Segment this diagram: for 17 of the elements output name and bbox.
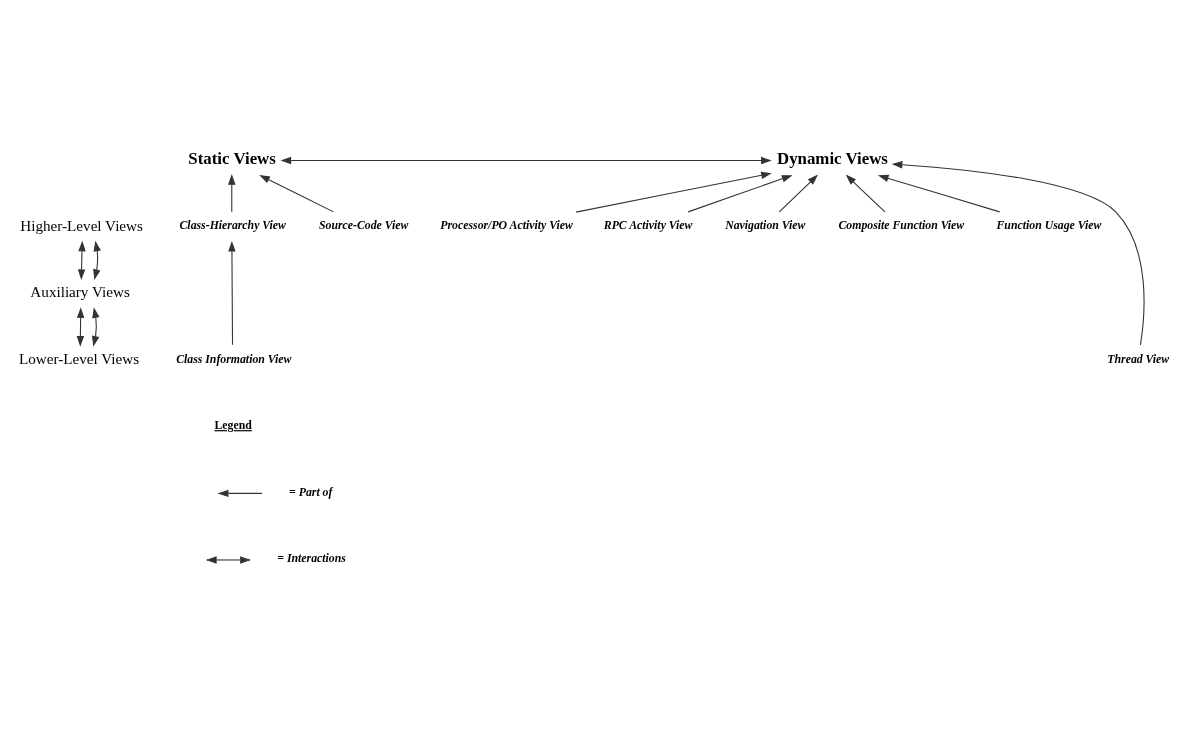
node-text: Lower-Level Views: [18, 349, 140, 367]
node-text: Processor/PO Activity View: [440, 217, 573, 232]
node-text: Function Usage View: [996, 217, 1102, 232]
node-text: Source-Code View: [318, 217, 409, 232]
node-text: Static Views: [188, 148, 276, 168]
node-text: Composite Function View: [838, 217, 965, 232]
node-text: Auxiliary Views: [30, 282, 130, 300]
node-text: Dynamic Views: [777, 148, 888, 168]
legend-label: = Part of: [289, 484, 333, 499]
legend-label: = Interactions: [277, 550, 346, 565]
node-text: Class-Hierarchy View: [179, 217, 286, 232]
node-text: Navigation View: [725, 217, 806, 232]
label: Legend: [214, 417, 252, 432]
node-text: Higher-Level Views: [20, 216, 143, 234]
node-text: Thread View: [1107, 351, 1170, 366]
node-text: RPC Activity View: [603, 217, 693, 232]
node-text: Class Information View: [176, 351, 292, 366]
